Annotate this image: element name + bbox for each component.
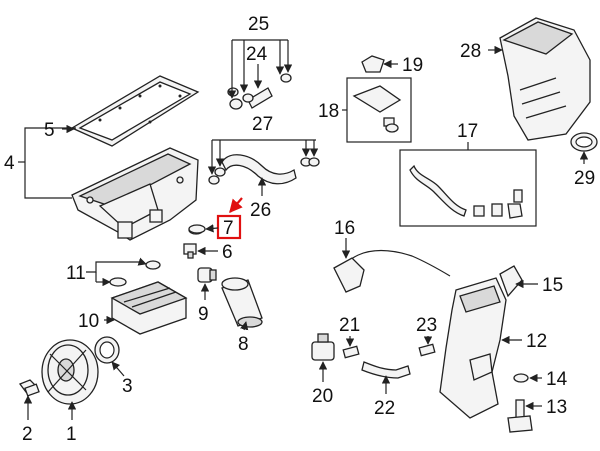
pulley-bolt bbox=[18, 379, 40, 397]
oil-filter bbox=[221, 277, 263, 328]
intake-manifold bbox=[499, 17, 591, 141]
callout-21: 21 bbox=[339, 315, 360, 336]
connector-21 bbox=[342, 345, 360, 359]
timing-cover bbox=[439, 277, 507, 419]
callout-29: 29 bbox=[574, 168, 595, 189]
callout-11: 11 bbox=[66, 263, 86, 284]
dipstick-tube bbox=[333, 249, 451, 293]
callout-25: 25 bbox=[248, 14, 269, 35]
callout-4: 4 bbox=[4, 153, 15, 174]
connector-23 bbox=[418, 343, 436, 357]
filler-cap bbox=[361, 55, 385, 73]
callout-17: 17 bbox=[457, 121, 478, 142]
highlight-box bbox=[216, 214, 242, 240]
crankshaft-pulley bbox=[41, 339, 99, 405]
callout-13: 13 bbox=[546, 397, 567, 418]
callout-12: 12 bbox=[526, 331, 547, 352]
callout-24: 24 bbox=[246, 44, 268, 65]
manifold-gasket bbox=[570, 132, 598, 152]
oil-cooler bbox=[110, 281, 188, 335]
callout-28: 28 bbox=[460, 41, 481, 62]
breather-hose-upper bbox=[227, 73, 292, 110]
breather-hose-lower bbox=[208, 154, 320, 185]
sensor-o-ring bbox=[513, 373, 529, 383]
callout-15: 15 bbox=[542, 275, 563, 296]
callout-23: 23 bbox=[416, 315, 437, 336]
callout-6: 6 bbox=[222, 242, 233, 263]
callout-20: 20 bbox=[312, 386, 333, 407]
o-ring bbox=[188, 224, 206, 234]
callout-9: 9 bbox=[198, 304, 209, 325]
filter-adapter bbox=[197, 267, 217, 283]
callout-26: 26 bbox=[250, 200, 271, 221]
box-18 bbox=[346, 77, 412, 143]
oil-level-sensor bbox=[507, 399, 533, 433]
oil-pan bbox=[71, 147, 199, 241]
callout-1: 1 bbox=[66, 424, 77, 445]
callout-2: 2 bbox=[22, 424, 33, 445]
callout-16: 16 bbox=[334, 218, 355, 239]
oil-pan-gasket bbox=[70, 75, 200, 147]
callout-19: 19 bbox=[402, 55, 423, 76]
callout-10: 10 bbox=[78, 311, 99, 332]
callout-3: 3 bbox=[122, 376, 133, 397]
callout-22: 22 bbox=[374, 398, 395, 419]
cooler-o-rings bbox=[109, 260, 161, 287]
callout-27: 27 bbox=[252, 114, 273, 135]
callout-7: 7 bbox=[223, 218, 234, 239]
front-seal bbox=[94, 336, 120, 364]
highlight-arrow bbox=[229, 197, 243, 214]
pcv-valve bbox=[311, 333, 335, 361]
vent-hose bbox=[361, 361, 411, 379]
bracket bbox=[499, 265, 523, 298]
callout-18: 18 bbox=[318, 101, 339, 122]
callout-14: 14 bbox=[546, 369, 568, 390]
box-17 bbox=[399, 149, 537, 227]
callout-8: 8 bbox=[238, 334, 249, 355]
leader-lines bbox=[18, 39, 589, 420]
callout-5: 5 bbox=[44, 120, 55, 141]
